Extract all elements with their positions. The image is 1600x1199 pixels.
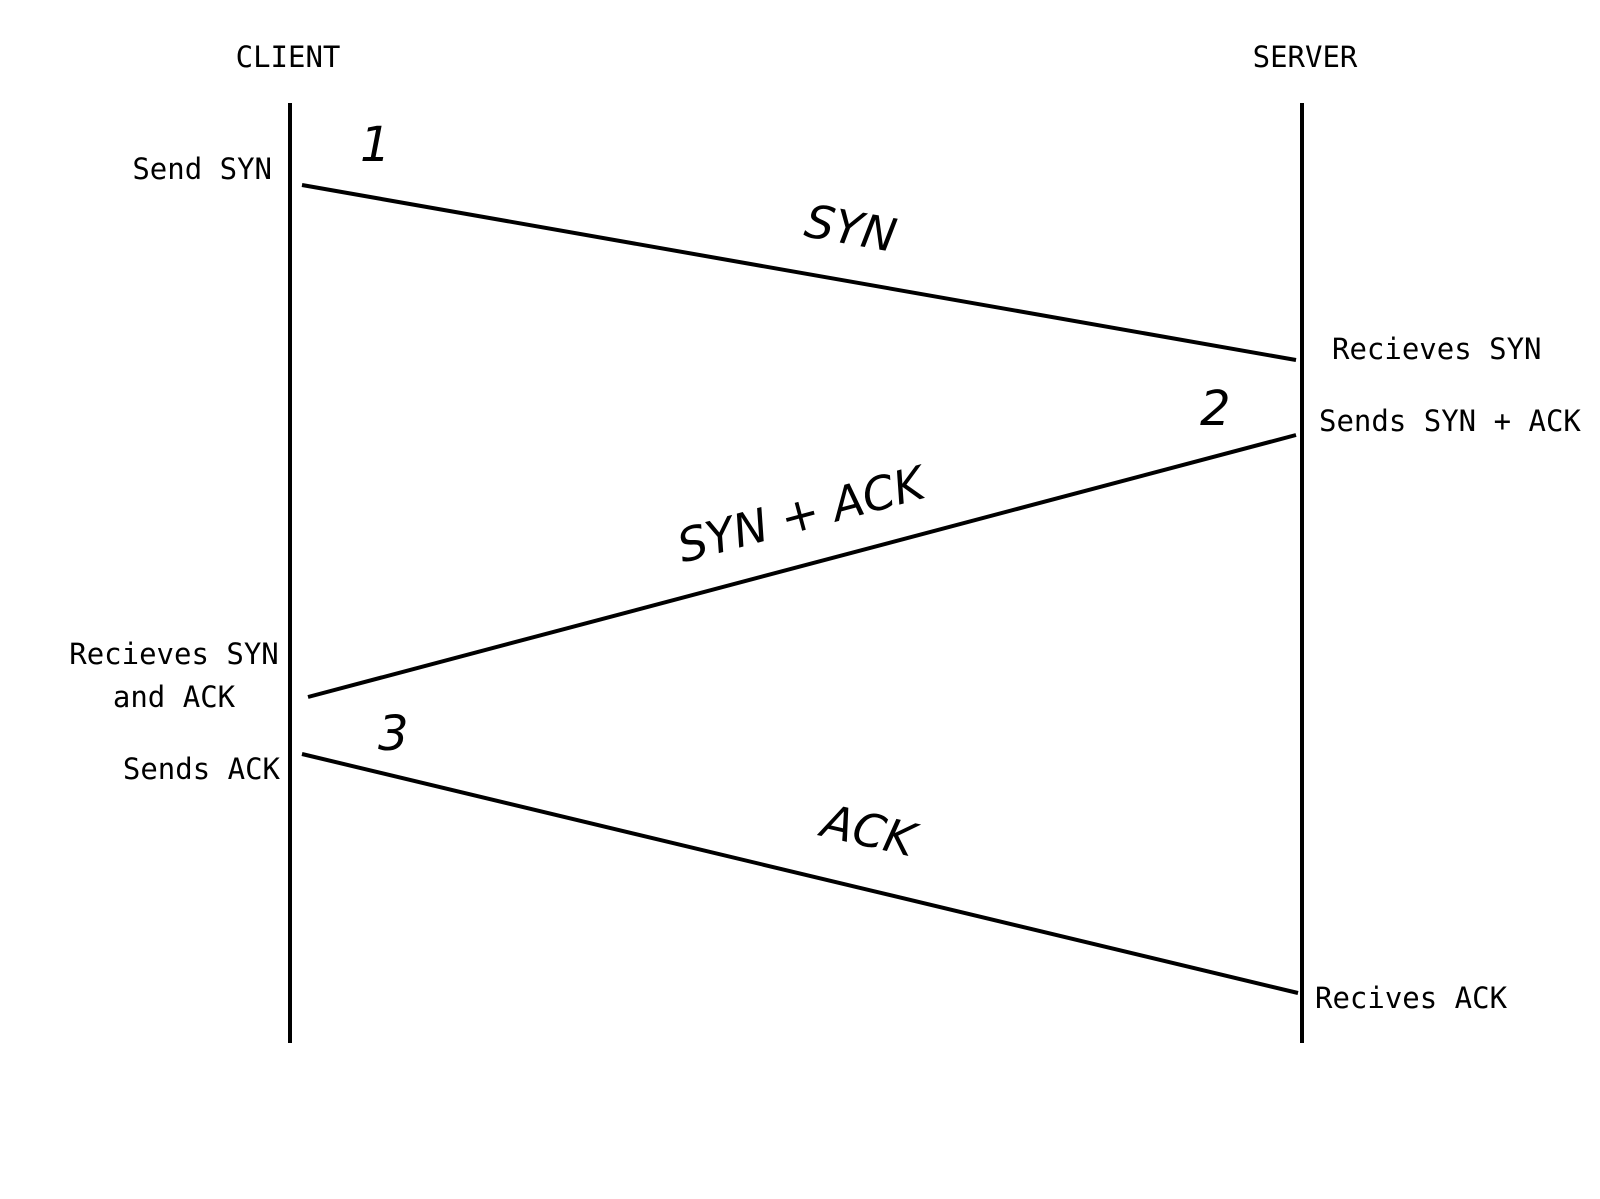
syn-message-line [301,183,1297,362]
syn-ack-message-label: SYN + ACK [672,455,934,574]
client-receives-syn-ack-note-line1: Recieves SYN [69,637,279,671]
ack-message-line [301,752,1299,995]
server-header: SERVER [1253,40,1358,74]
client-receives-syn-ack-note-line2: and ACK [113,680,236,714]
step-1-label: 1 [360,117,391,173]
server-receives-ack-note: Recives ACK [1315,981,1508,1015]
server-sends-syn-ack-note: Sends SYN + ACK [1319,404,1581,438]
syn-message-label: SYN [801,194,901,263]
syn-ack-message-line [307,433,1297,699]
server-receives-syn-note: Recieves SYN [1332,332,1542,366]
step-3-label: 3 [378,706,409,762]
ack-message-label: ACK [814,793,924,868]
client-send-syn-note: Send SYN [132,152,272,186]
step-2-label: 2 [1200,381,1231,437]
client-sends-ack-note: Sends ACK [123,752,281,786]
client-header: CLIENT [236,40,341,74]
